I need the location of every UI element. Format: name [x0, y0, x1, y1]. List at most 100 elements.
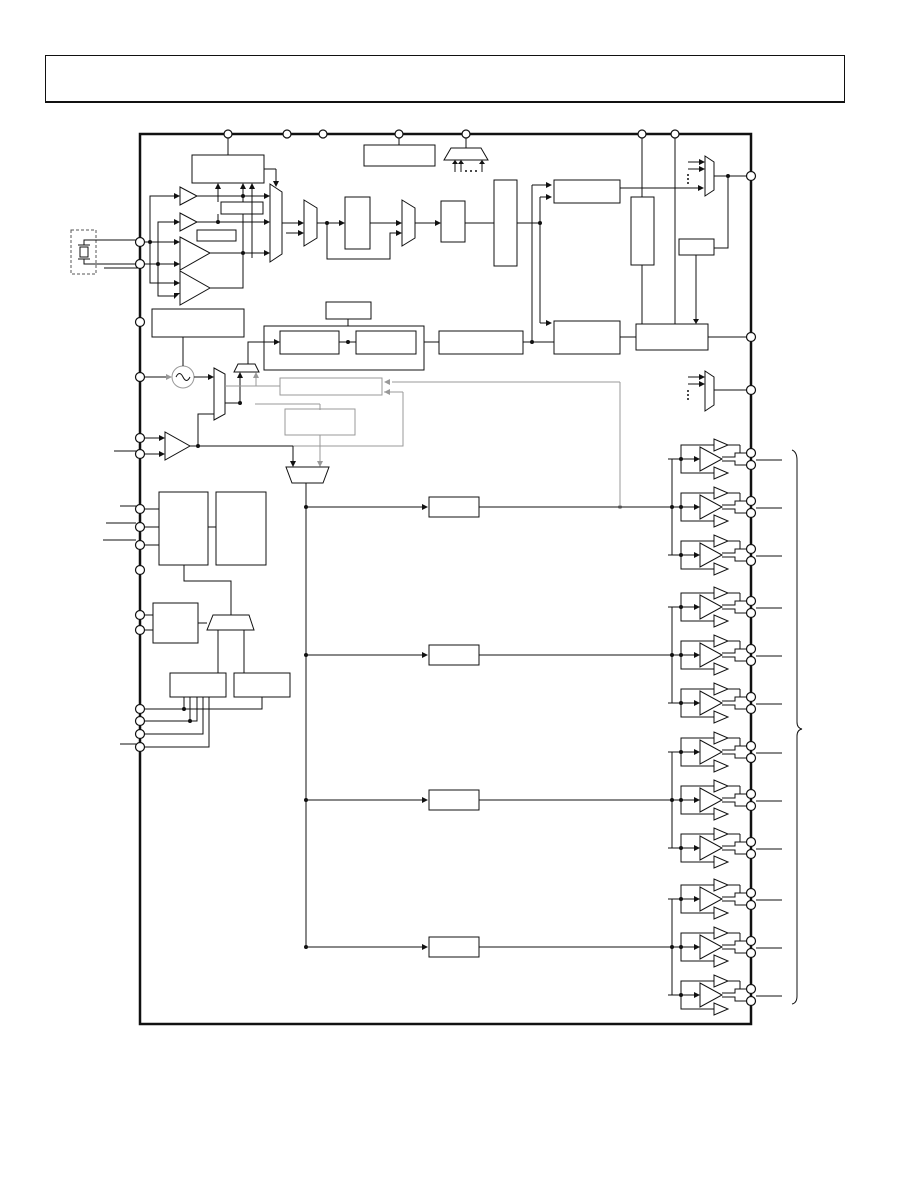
output-divider-block — [428, 644, 480, 666]
output-cmos-buffer — [713, 1002, 730, 1016]
inactive-path — [225, 372, 622, 509]
output-driver — [699, 739, 724, 765]
output-driver — [699, 690, 724, 716]
output-cmos-buffer — [713, 682, 730, 696]
ref-input-mux — [269, 183, 283, 263]
gray-block-1 — [279, 377, 383, 396]
output-pin-negative — [745, 899, 757, 911]
output-combine-block — [635, 323, 709, 351]
output-cmos-buffer — [713, 486, 730, 500]
output-cmos-buffer — [713, 878, 730, 892]
output-pin-positive — [745, 740, 757, 752]
output-pin-positive — [745, 495, 757, 507]
output-pin-negative — [745, 848, 757, 860]
output-pin-positive — [745, 836, 757, 848]
control-block — [152, 602, 199, 644]
output-pin-positive — [745, 447, 757, 459]
control-mux-2 — [206, 614, 255, 631]
output-driver — [699, 494, 724, 520]
output-driver — [699, 934, 724, 960]
output-cmos-buffer — [713, 779, 730, 793]
up-mux-small — [233, 363, 260, 373]
left-pin-g — [134, 539, 146, 551]
ref-diff-amp-1 — [179, 236, 212, 271]
status-block-2 — [233, 672, 291, 698]
channel-block-vertical — [630, 196, 655, 266]
output-pin-negative — [745, 655, 757, 667]
top-left-block — [191, 154, 265, 184]
output-divider-block — [428, 496, 480, 518]
gray-block-2 — [284, 408, 356, 436]
serial-interface-block — [158, 491, 209, 566]
crystal-outline — [70, 229, 97, 275]
output-pin-positive — [745, 935, 757, 947]
sine-wave-icon — [171, 365, 195, 389]
output-cmos-buffer — [713, 514, 730, 528]
output-pin-negative — [745, 752, 757, 764]
vco-divider-upper — [553, 179, 621, 204]
dist-block-1 — [279, 330, 340, 355]
osc-mux — [213, 367, 226, 421]
output-cmos-buffer — [713, 586, 730, 600]
output-cmos-buffer — [713, 974, 730, 988]
output-cmos-buffer — [713, 710, 730, 724]
output-pin-negative — [745, 459, 757, 471]
output-cmos-buffer — [713, 562, 730, 576]
left-pin-d — [134, 448, 146, 460]
top-pin — [223, 129, 233, 139]
page-header-bar — [45, 55, 845, 103]
output-cmos-buffer — [713, 807, 730, 821]
ref-pin-2 — [134, 258, 146, 270]
output-cmos-buffer — [713, 926, 730, 940]
left-pin-j — [134, 624, 146, 636]
output-pin-positive — [745, 983, 757, 995]
wide-block — [151, 308, 245, 338]
left-pin-f — [134, 521, 146, 533]
top-pin — [637, 129, 647, 139]
output-pin-negative — [745, 995, 757, 1007]
output-pin-positive — [745, 788, 757, 800]
vco-divider-lower — [553, 320, 621, 355]
output-cmos-buffer — [713, 759, 730, 773]
left-pin-l — [134, 715, 146, 727]
output-cmos-buffer — [713, 855, 730, 869]
register-block — [215, 491, 267, 566]
output-cmos-buffer — [713, 438, 730, 452]
top-right-mux — [704, 155, 715, 197]
right-pin-top-2 — [745, 331, 757, 343]
output-pin-positive — [745, 643, 757, 655]
output-divider-block — [428, 789, 480, 811]
dist-block-3 — [438, 330, 524, 355]
ref-buffer-1 — [179, 186, 199, 206]
loop-filter-block — [440, 200, 466, 243]
top-pin — [394, 129, 404, 139]
output-driver — [699, 886, 724, 912]
ref-diff-amp-2 — [179, 270, 212, 306]
ref-buffer-2 — [179, 212, 199, 232]
divider-select-mux — [285, 466, 330, 484]
output-cmos-buffer — [713, 731, 730, 745]
output-driver — [699, 982, 724, 1008]
right-pin-top-1 — [745, 170, 757, 182]
vco-block — [493, 179, 518, 267]
top-divider-block — [363, 144, 436, 167]
crystal-icon — [78, 239, 138, 265]
output-pin-negative — [745, 607, 757, 619]
output-cmos-buffer — [713, 906, 730, 920]
output-pin-negative — [745, 947, 757, 959]
output-driver — [699, 594, 724, 620]
output-pin-negative — [745, 555, 757, 567]
left-pin-k — [134, 703, 146, 715]
top-pin — [318, 129, 328, 139]
output-cmos-buffer — [713, 534, 730, 548]
pll-mux — [401, 199, 416, 247]
input-diff-amp — [164, 431, 192, 461]
mid-right-mux — [704, 370, 715, 412]
output-pin-positive — [745, 691, 757, 703]
output-cmos-buffer — [713, 662, 730, 676]
top-pin — [461, 129, 471, 139]
output-driver — [699, 446, 724, 472]
left-pin-h — [134, 564, 146, 576]
ref-select-mux — [303, 199, 318, 247]
output-channels — [304, 438, 782, 1016]
